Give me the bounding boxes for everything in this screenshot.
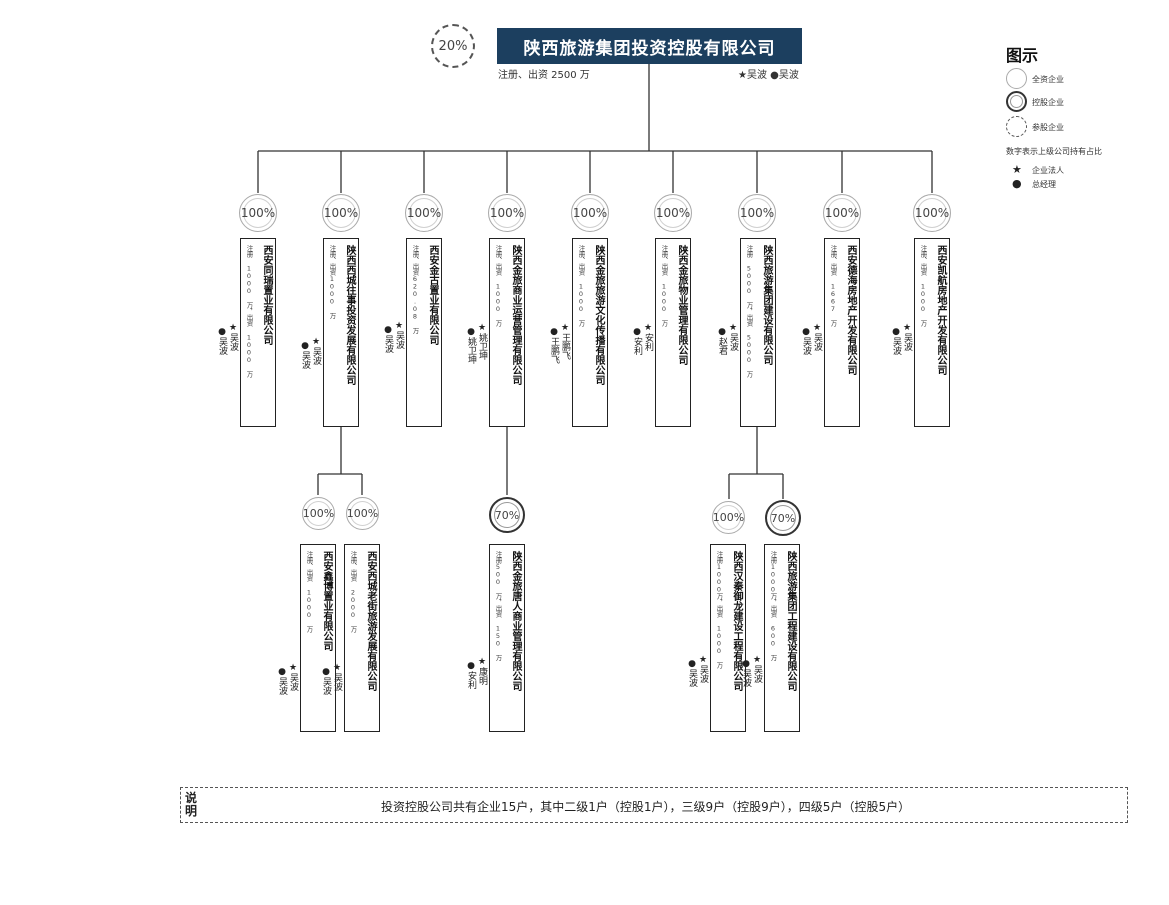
company-node-13[interactable]: 陕西汉秦御龙建设工程有限公司 注册1000万，出资 1000 万 ★吴波●吴波 [687, 544, 746, 732]
company-people: ★吴波●赵君 [717, 323, 738, 355]
percent-circle-14: 70% [765, 500, 801, 536]
company-people: ★吴波●吴波 [217, 323, 238, 355]
company-registered: 注册、出资 1000 万 [494, 245, 502, 326]
percent-circle-13: 100% [712, 501, 745, 534]
company-node-8[interactable]: 西安德海房地产开发有限公司 注册、出资 1667 万 ★吴波●吴波 [801, 238, 860, 427]
company-name: 陕西金旅旅游文化传播有限公司 [593, 245, 604, 385]
company-node-1[interactable]: 西安同瑞置业有限公司 注册 1000 万，出资 1000 万 ★吴波●吴波 [217, 238, 276, 427]
star-icon: ★ [1012, 163, 1022, 176]
root-company-box[interactable]: 陕西旅游集团投资控股有限公司 [497, 28, 802, 64]
company-node-3[interactable]: 西安金古置业有限公司 注册、出资620.08 万 ★吴波●吴波 [383, 238, 442, 427]
company-registered: 注册、出资 2000 万 [349, 551, 357, 632]
root-people: ★吴波 ●吴波 [738, 70, 799, 81]
company-node-2[interactable]: 陕西西城往事投资发展有限公司 注册、出资1000 万 ★吴波●吴波 [300, 238, 359, 427]
percent-circle-2: 100% [322, 194, 360, 232]
company-node-5[interactable]: 陕西金旅旅游文化传播有限公司 注册、出资 1000 万 ★王鹏飞●王鹏飞 [549, 238, 608, 427]
company-people: ★吴波●吴波 [891, 323, 912, 355]
company-name: 西安金古置业有限公司 [427, 245, 438, 345]
legend-title: 图示 [1006, 46, 1039, 65]
company-name: 西安德海房地产开发有限公司 [845, 245, 856, 375]
company-registered: 注册、出资 1000 万 [577, 245, 585, 326]
company-name: 西安鑫博置业有限公司 [321, 551, 332, 651]
percent-circle-9: 100% [913, 194, 951, 232]
company-people: ★王鹏飞●王鹏飞 [549, 323, 570, 364]
percent-circle-8: 100% [823, 194, 861, 232]
company-registered: 注册500 万，出资 150 万 [494, 551, 502, 661]
root-percent-circle: 20% [431, 24, 475, 68]
company-registered: 注册、出资 1667 万 [829, 245, 837, 326]
legend-full-circle-icon [1006, 68, 1027, 89]
company-people: ★姚卫坤●姚卫坤 [466, 323, 487, 364]
note-text: 投资控股公司共有企业15户，其中二级1户（控股1户），三级9户（控股9户），四级… [381, 800, 911, 814]
company-name: 陕西金旅唐人商业管理有限公司 [510, 551, 521, 691]
company-people: ★康明●安利 [466, 657, 487, 689]
company-node-14[interactable]: 陕西旅游集团工程建设有限公司 注册1000万，出资 600 万 ★吴波●吴波 [741, 544, 800, 732]
root-company-name: 陕西旅游集团投资控股有限公司 [523, 38, 776, 59]
company-registered: 注册1000万，出资 600 万 [769, 551, 777, 661]
company-people: ★吴波●吴波 [741, 655, 762, 687]
root-registered: 注册、出资 2500 万 [498, 70, 590, 81]
company-registered: 注册 1000 万，出资 1000 万 [245, 245, 253, 377]
legend-star-label: 企业法人 [1032, 166, 1064, 175]
company-registered: 注册 5000 万，出资 5000 万 [745, 245, 753, 377]
company-name: 西安凯航房地产开发有限公司 [935, 245, 946, 375]
company-node-12[interactable]: 陕西金旅唐人商业管理有限公司 注册500 万，出资 150 万 ★康明●安利 [466, 544, 525, 732]
company-node-6[interactable]: 陕西金旅物业管理有限公司 注册、出资 1000 万 ★安利●安利 [632, 238, 691, 427]
percent-circle-5: 100% [571, 194, 609, 232]
percent-circle-1: 100% [239, 194, 277, 232]
company-registered: 注册、出资 1000 万 [660, 245, 668, 326]
company-people: ★吴波●吴波 [383, 321, 404, 353]
percent-circle-3: 100% [405, 194, 443, 232]
company-name: 西安西城老街旅游发展有限公司 [365, 551, 376, 691]
note-label: 说明 [185, 791, 198, 818]
note-box: 说明 投资控股公司共有企业15户，其中二级1户（控股1户），三级9户（控股9户）… [180, 787, 1128, 823]
legend-dot-label: 总经理 [1032, 180, 1056, 189]
company-name: 西安同瑞置业有限公司 [261, 245, 272, 345]
company-registered: 注册、出资 1000 万 [919, 245, 927, 326]
company-node-11[interactable]: 西安西城老街旅游发展有限公司 注册、出资 2000 万 ★吴波●吴波 [321, 544, 380, 732]
company-people: ★吴波●吴波 [801, 323, 822, 355]
company-registered: 注册、出资1000 万 [328, 245, 336, 319]
legend-full-label: 全资企业 [1032, 75, 1064, 84]
legend-participating-circle-icon [1006, 116, 1027, 137]
company-people: ★吴波●吴波 [277, 663, 298, 695]
company-registered: 注册、出资 1000 万 [305, 551, 313, 632]
percent-circle-12: 70% [489, 497, 525, 533]
company-registered: 注册1000万，出资 1000 万 [715, 551, 723, 668]
company-name: 陕西金旅商业运营管理有限公司 [510, 245, 521, 385]
company-people: ★安利●安利 [632, 323, 653, 355]
company-node-7[interactable]: 陕西旅游集团建设有限公司 注册 5000 万，出资 5000 万 ★吴波●赵君 [717, 238, 776, 427]
company-node-10[interactable]: 西安鑫博置业有限公司 注册、出资 1000 万 ★吴波●吴波 [277, 544, 336, 732]
company-name: 陕西旅游集团建设有限公司 [761, 245, 772, 365]
company-people: ★吴波●吴波 [321, 663, 342, 695]
company-name: 陕西金旅物业管理有限公司 [676, 245, 687, 365]
legend-participating-label: 参股企业 [1032, 123, 1064, 132]
legend-percent-note: 数字表示上级公司持有占比 [1006, 147, 1102, 156]
legend-holding-circle-icon [1006, 91, 1027, 112]
company-people: ★吴波●吴波 [687, 655, 708, 687]
dot-icon: ● [1012, 177, 1022, 190]
company-registered: 注册、出资620.08 万 [411, 245, 419, 334]
percent-circle-7: 100% [738, 194, 776, 232]
percent-circle-10: 100% [302, 497, 335, 530]
legend-holding-label: 控股企业 [1032, 98, 1064, 107]
company-node-9[interactable]: 西安凯航房地产开发有限公司 注册、出资 1000 万 ★吴波●吴波 [891, 238, 950, 427]
company-people: ★吴波●吴波 [300, 337, 321, 369]
company-name: 陕西旅游集团工程建设有限公司 [785, 551, 796, 691]
percent-circle-11: 100% [346, 497, 379, 530]
percent-circle-6: 100% [654, 194, 692, 232]
percent-circle-4: 100% [488, 194, 526, 232]
company-name: 陕西西城往事投资发展有限公司 [344, 245, 355, 385]
company-name: 陕西汉秦御龙建设工程有限公司 [731, 551, 742, 691]
company-node-4[interactable]: 陕西金旅商业运营管理有限公司 注册、出资 1000 万 ★姚卫坤●姚卫坤 [466, 238, 525, 427]
